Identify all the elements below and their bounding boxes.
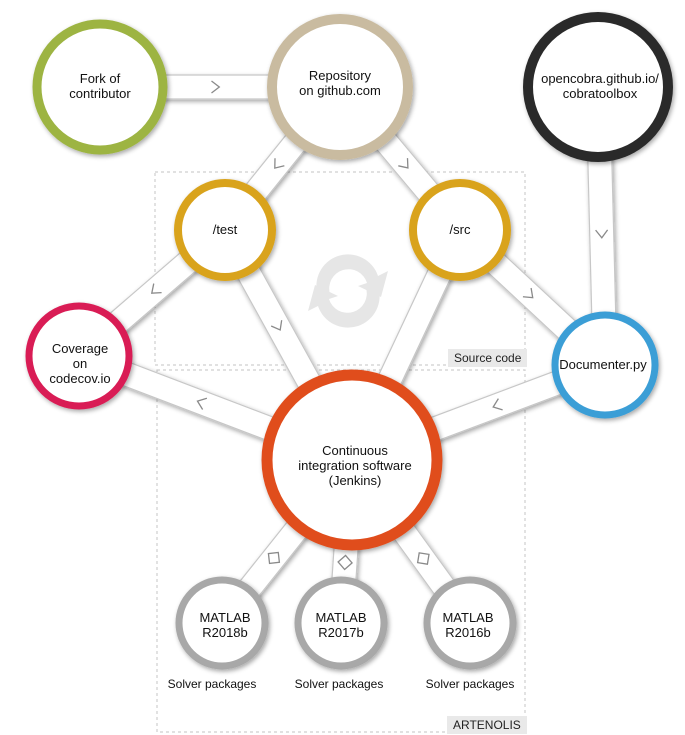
- docs-site-label: opencobra.github.io/ cobratoolbox: [541, 71, 659, 101]
- coverage-node: [25, 302, 133, 410]
- coverage-label: Coverage on codecov.io: [49, 341, 111, 386]
- docs-site-node: [523, 12, 673, 162]
- chevron-arrow-icon: [398, 158, 409, 169]
- chevron-arrow-icon: [150, 283, 162, 294]
- artenolis-region: [156, 369, 526, 733]
- documenter-node: [551, 311, 659, 419]
- src-folder-label: /src: [449, 222, 471, 237]
- repository-node: [267, 14, 413, 160]
- diamond-connector-icon: [416, 552, 430, 565]
- chevron-arrow-icon: [270, 320, 283, 331]
- chevron-arrow-icon: [595, 229, 609, 239]
- matlab-r2018b-label: MATLAB R2018b: [199, 610, 251, 640]
- matlab-r2016b-node: [423, 576, 517, 670]
- matlab-r2017b-node: [294, 576, 388, 670]
- documenter-label: Documenter.py: [559, 357, 647, 372]
- fork-label: Fork of contributor: [69, 71, 131, 101]
- diamond-connector-icon: [267, 551, 281, 565]
- solver-packages-label: Solver packages: [294, 677, 384, 691]
- refresh-cycle-icon: [308, 254, 388, 328]
- test-folder-node: [174, 179, 276, 281]
- ci-jenkins-node: [261, 369, 443, 551]
- chevron-arrow-icon: [522, 287, 534, 299]
- chevron-arrow-icon: [274, 158, 285, 169]
- matlab-r2017b-label: MATLAB R2017b: [315, 610, 367, 640]
- chevron-arrow-icon: [196, 397, 208, 410]
- test-folder-label: /test: [212, 222, 238, 237]
- diamond-connector-icon: [337, 554, 353, 571]
- repository-label: Repository on github.com: [299, 68, 381, 98]
- ci-jenkins-label: Continuous integration software (Jenkins…: [298, 443, 412, 488]
- matlab-r2016b-label: MATLAB R2016b: [442, 610, 494, 640]
- artenolis-tag: ARTENOLIS: [447, 716, 527, 734]
- fork-node: [32, 19, 168, 155]
- chevron-arrow-icon: [211, 80, 221, 94]
- matlab-r2018b-node: [175, 576, 269, 670]
- chevron-arrow-icon: [492, 398, 503, 411]
- src-folder-node: [409, 179, 511, 281]
- solver-packages-label: Solver packages: [167, 677, 257, 691]
- solver-packages-label: Solver packages: [425, 677, 515, 691]
- source-code-tag: Source code: [448, 349, 528, 367]
